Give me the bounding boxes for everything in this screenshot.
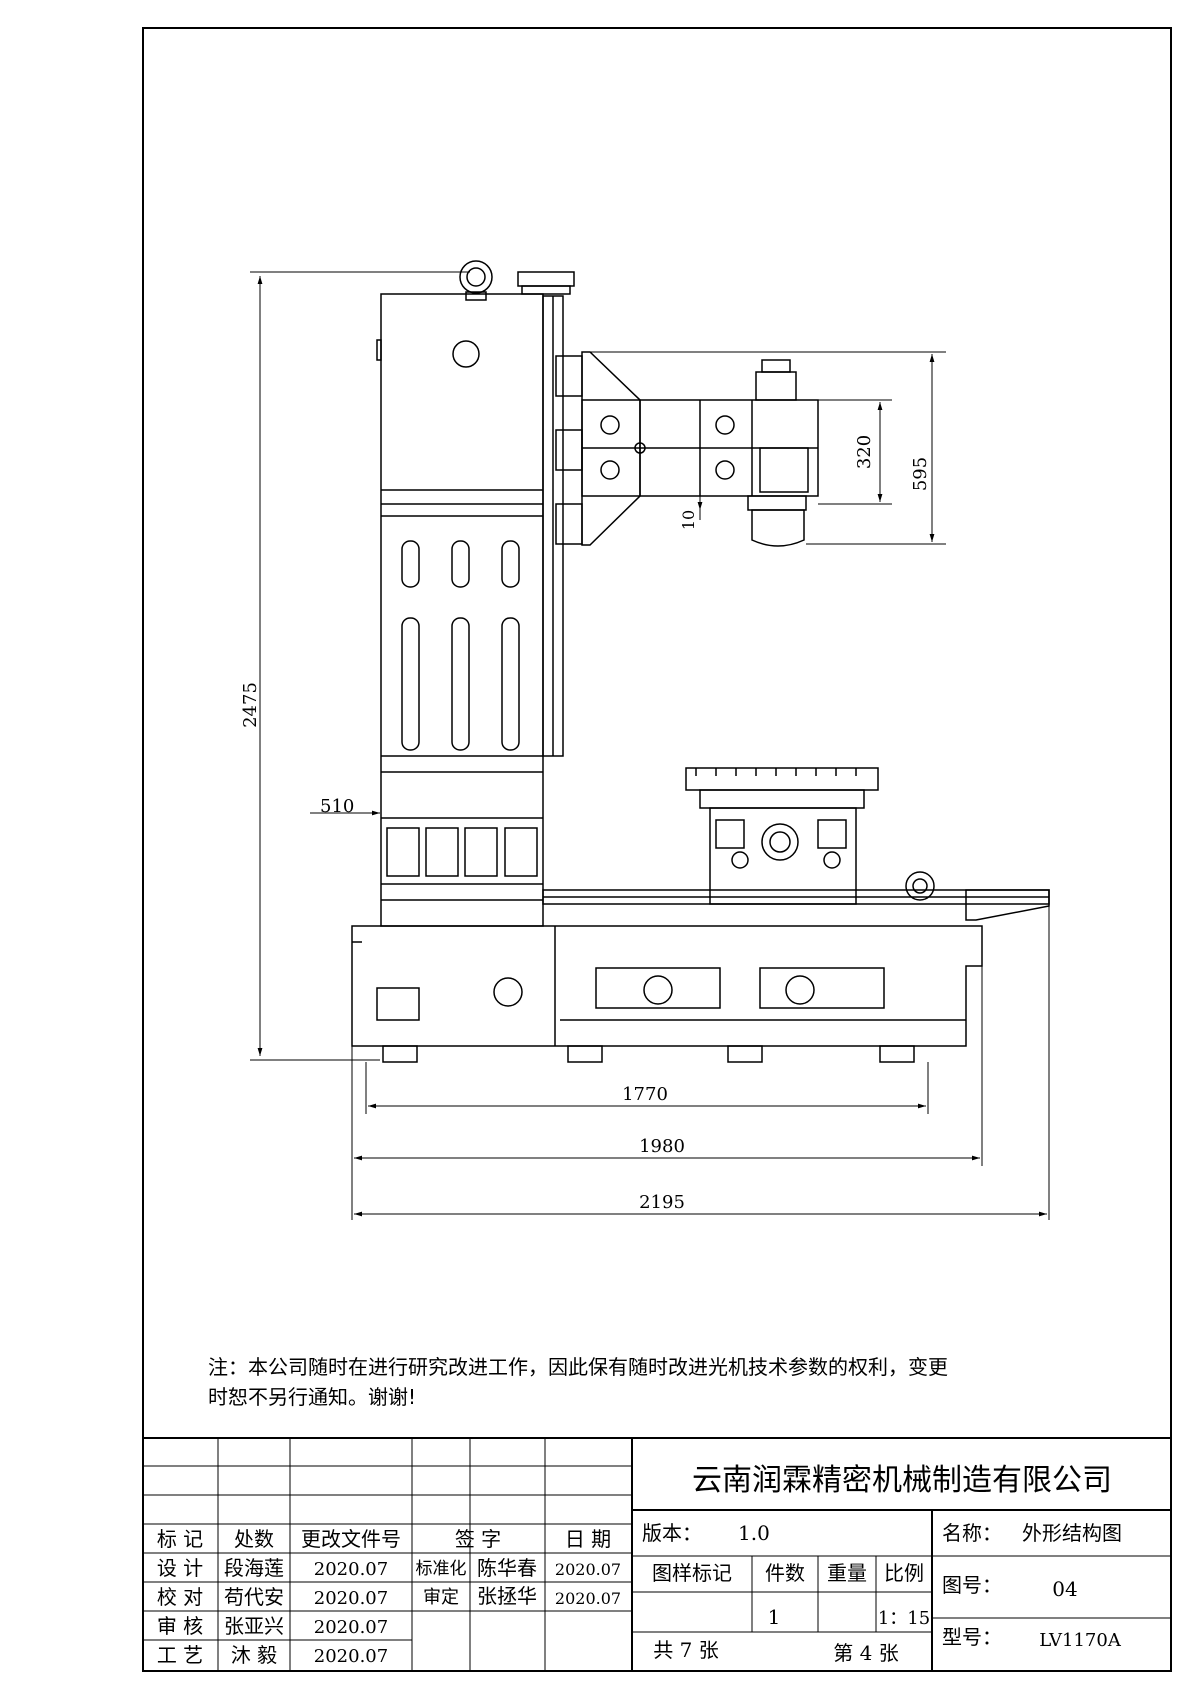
dim-595: 595 [910, 457, 931, 491]
dim-2475: 2475 [240, 682, 261, 728]
name-label: 名称： [942, 1521, 1002, 1545]
header-count: 处数 [234, 1527, 274, 1551]
name-approval: 张拯华 [477, 1584, 537, 1608]
dim-1770: 1770 [622, 1084, 668, 1105]
role-review: 审 核 [157, 1614, 203, 1638]
header-date: 日 期 [565, 1527, 611, 1551]
header-signature: 签 字 [455, 1527, 501, 1551]
version-label: 版本： [642, 1521, 702, 1545]
date-design: 2020.07 [314, 1559, 388, 1580]
header-mark: 标 记 [157, 1527, 203, 1551]
base [351, 925, 983, 1047]
column [380, 293, 544, 927]
lifting-eye [459, 260, 493, 294]
date-review: 2020.07 [314, 1617, 388, 1638]
date-process: 2020.07 [314, 1646, 388, 1667]
date-standardization: 2020.07 [555, 1560, 621, 1579]
disclaimer-note: 注：本公司随时在进行研究改进工作，因此保有随时改进光机技术参数的权利，变更 时恕… [208, 1352, 1108, 1412]
pieces-value: 1 [768, 1605, 781, 1629]
sheets-total: 共 7 张 [653, 1638, 718, 1662]
sheet-current: 第 4 张 [833, 1641, 898, 1665]
drawing-no-value: 04 [1052, 1577, 1077, 1601]
name-design: 段海莲 [224, 1556, 284, 1580]
version-value: 1.0 [738, 1521, 770, 1545]
drawing-no-label: 图号： [942, 1573, 1002, 1597]
role-process: 工 艺 [157, 1643, 203, 1667]
dimensions [250, 271, 1050, 1220]
sample-mark-label: 图样标记 [652, 1561, 732, 1585]
dim-1980: 1980 [639, 1136, 685, 1157]
note-line-2: 时恕不另行通知。谢谢! [208, 1385, 417, 1409]
title-block [142, 1437, 1172, 1672]
table [685, 767, 879, 791]
name-review: 张亚兴 [224, 1614, 284, 1638]
title-block-text: 云南润霖精密机械制造有限公司 标 记 处数 更改文件号 签 字 日 期 设 计 … [157, 1463, 1122, 1667]
dimension-labels: 2475 510 320 595 10 1770 1980 2195 [240, 435, 931, 1213]
company-name: 云南润霖精密机械制造有限公司 [692, 1463, 1112, 1498]
scale-label: 比例 [884, 1561, 924, 1585]
date-check: 2020.07 [314, 1588, 388, 1609]
dim-2195: 2195 [639, 1192, 685, 1213]
name-value: 外形结构图 [1022, 1521, 1122, 1545]
dim-510: 510 [320, 796, 354, 817]
role-approval: 审定 [423, 1587, 459, 1608]
role-standardization: 标准化 [416, 1559, 467, 1579]
date-approval: 2020.07 [555, 1589, 621, 1608]
role-check: 校 对 [157, 1585, 203, 1609]
name-standardization: 陈华春 [477, 1556, 537, 1580]
model-label: 型号： [942, 1625, 1002, 1649]
dim-10: 10 [679, 510, 698, 530]
name-process: 沐 毅 [231, 1643, 277, 1667]
machine-outline [351, 260, 1050, 1063]
dim-320: 320 [854, 435, 875, 469]
name-check: 苟代安 [224, 1585, 284, 1609]
scale-value: 1：15 [878, 1608, 930, 1629]
sheet-border [142, 27, 1172, 1672]
note-line-1: 注：本公司随时在进行研究改进工作，因此保有随时改进光机技术参数的权利，变更 [208, 1355, 948, 1379]
pieces-label: 件数 [765, 1561, 805, 1585]
weight-label: 重量 [827, 1561, 867, 1585]
model-value: LV1170A [1039, 1630, 1122, 1651]
header-change-doc: 更改文件号 [301, 1527, 401, 1551]
role-design: 设 计 [157, 1556, 203, 1580]
